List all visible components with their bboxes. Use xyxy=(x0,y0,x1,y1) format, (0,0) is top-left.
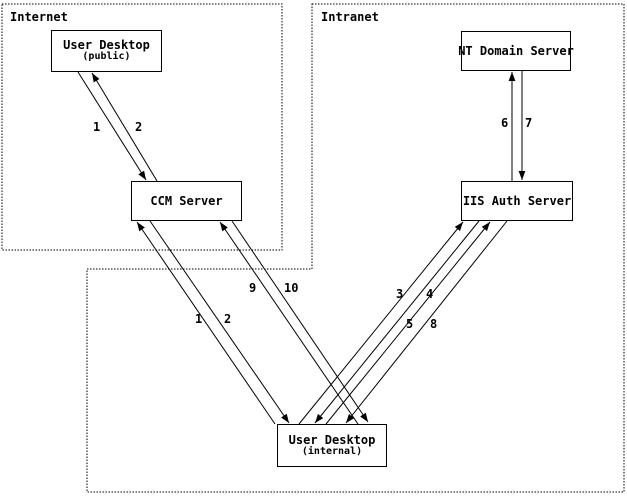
arrow-5-internal-desktop-to-iis xyxy=(325,221,491,425)
node-user-desktop-internal: User Desktop (internal) xyxy=(277,424,387,467)
node-title: NT Domain Server xyxy=(458,43,574,58)
arrow-1-public-desktop-to-ccm xyxy=(77,71,147,181)
flow-label-2-public: 2 xyxy=(135,120,143,134)
node-title: User Desktop xyxy=(288,432,376,447)
arrow-2-ccm-to-internal-desktop xyxy=(149,220,290,424)
flow-label-1-internal: 1 xyxy=(195,312,203,326)
flow-label-9: 9 xyxy=(249,281,257,295)
node-subtitle: (public) xyxy=(82,51,131,63)
arrow-8-iis-to-internal-desktop xyxy=(345,220,508,424)
node-iis-auth-server: IIS Auth Server xyxy=(461,181,573,221)
flow-label-7: 7 xyxy=(525,116,533,130)
arrow-4-iis-to-internal-desktop xyxy=(314,220,480,424)
flow-label-8: 8 xyxy=(430,317,438,331)
flow-label-5: 5 xyxy=(406,317,414,331)
node-nt-domain-server: NT Domain Server xyxy=(458,31,574,71)
flow-label-2-internal: 2 xyxy=(224,312,232,326)
flow-label-10: 10 xyxy=(284,281,299,295)
flow-label-4: 4 xyxy=(426,287,434,301)
node-subtitle: (internal) xyxy=(301,445,363,457)
arrow-2-ccm-to-public-desktop xyxy=(91,72,158,182)
node-title: User Desktop xyxy=(63,38,150,53)
node-ccm-server: CCM Server xyxy=(131,181,242,221)
arrow-9-internal-desktop-to-ccm xyxy=(219,221,359,425)
flow-label-6: 6 xyxy=(501,116,509,130)
internet-zone-border xyxy=(1,3,283,251)
internet-zone-label: Internet xyxy=(10,10,68,24)
node-title: IIS Auth Server xyxy=(462,193,572,208)
node-title: CCM Server xyxy=(150,193,223,208)
arrow-10-ccm-to-internal-desktop xyxy=(231,220,369,423)
intranet-zone-border xyxy=(86,3,625,493)
node-user-desktop-public: User Desktop (public) xyxy=(51,30,162,72)
arrow-1-internal-desktop-to-ccm xyxy=(136,221,276,425)
flow-label-1-public: 1 xyxy=(93,120,101,134)
arrow-3-internal-desktop-to-iis xyxy=(298,221,464,425)
intranet-zone-label: Intranet xyxy=(321,10,379,24)
flow-label-3: 3 xyxy=(396,287,404,301)
